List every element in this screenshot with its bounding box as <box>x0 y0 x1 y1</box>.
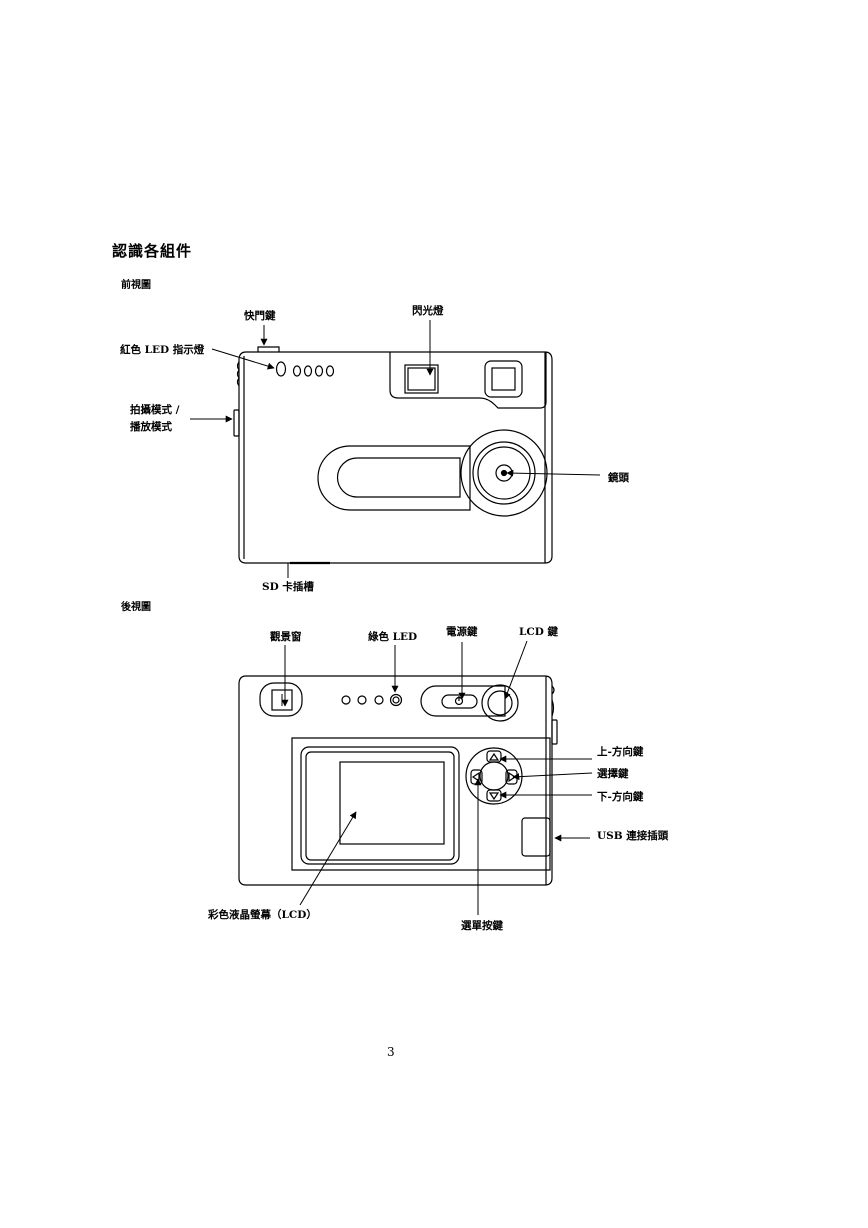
label-lcd-button: LCD 鍵 <box>519 626 559 638</box>
label-mode-2: 播放模式 <box>130 421 172 433</box>
label-green-led: 綠色 LED <box>368 631 418 643</box>
rear-camera-body <box>238 675 558 886</box>
label-menu-key: 選單按鍵 <box>461 920 503 932</box>
label-usb: USB 連接插頭 <box>597 830 669 842</box>
label-screen: 彩色液晶螢幕（LCD） <box>208 909 317 921</box>
label-up-key: 上-方向鍵 <box>597 746 644 758</box>
front-view-heading: 前視圖 <box>121 280 151 291</box>
label-flash: 閃光燈 <box>412 305 444 317</box>
page-number: 3 <box>387 1045 395 1059</box>
page-title: 認識各組件 <box>112 242 193 260</box>
label-viewfinder: 觀景窗 <box>270 631 302 643</box>
label-power: 電源鍵 <box>446 626 478 638</box>
front-callout-lines <box>190 320 601 578</box>
label-mode-1: 拍攝模式 / <box>130 404 180 416</box>
label-select-key: 選擇鍵 <box>597 768 629 780</box>
label-red-led: 紅色 LED 指示燈 <box>120 344 205 356</box>
label-down-key: 下-方向鍵 <box>597 791 644 803</box>
label-lens: 鏡頭 <box>608 472 629 484</box>
label-shutter: 快門鍵 <box>244 310 276 322</box>
rear-view-heading: 後視圖 <box>121 602 151 613</box>
rear-callout-lines <box>281 640 593 915</box>
label-sd-slot: SD 卡插槽 <box>262 581 314 593</box>
front-camera-body <box>233 346 553 565</box>
